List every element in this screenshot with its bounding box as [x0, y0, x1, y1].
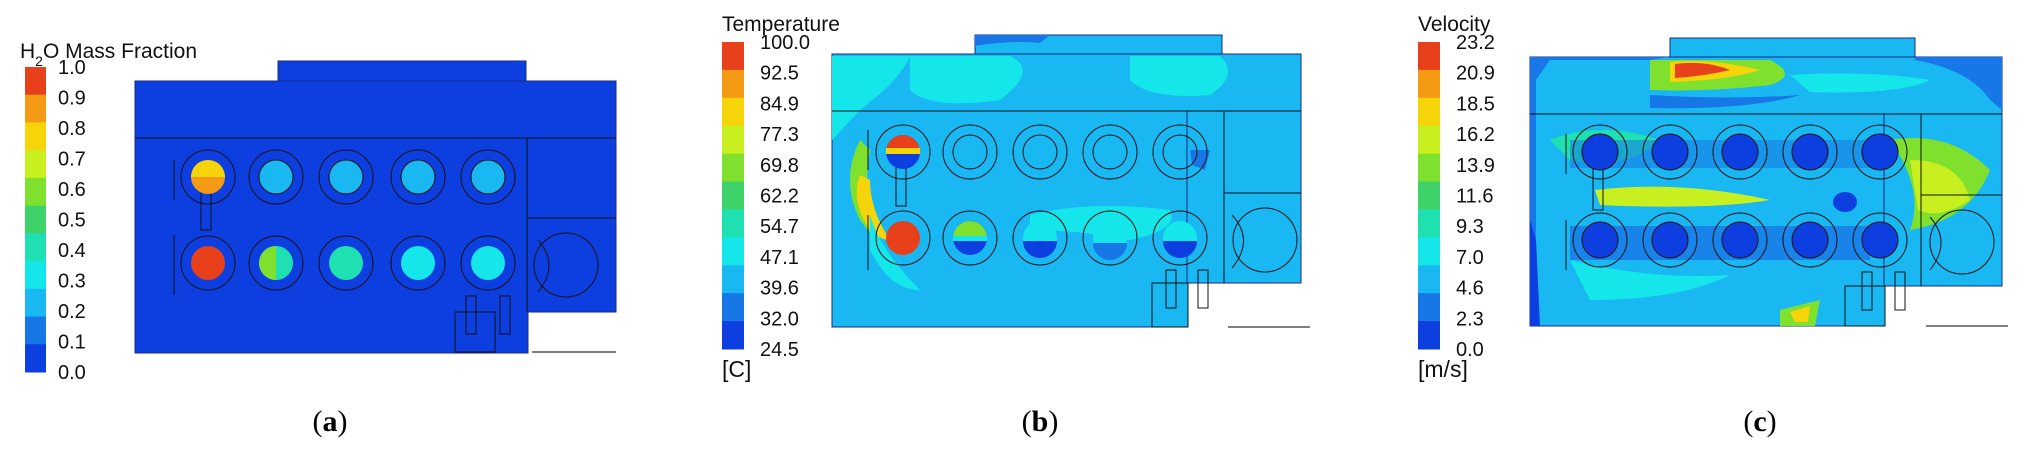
colorbar-tick-label: 47.1: [760, 247, 799, 269]
colorbar-tick-label: 54.7: [760, 216, 799, 238]
colorbar-tick-label: 24.5: [760, 339, 799, 361]
colorbar-segment: [25, 288, 46, 318]
colorbar-tick-label: 32.0: [760, 308, 799, 330]
colorbar-segment: [1418, 97, 1440, 127]
colorbar-segment: [722, 42, 744, 71]
panel-b-domain: [831, 34, 1310, 328]
colorbar-segment: [722, 97, 744, 127]
panel-c-velocity: Velocity 23.2 20.9 18.5 16.2 13.9 11.6 9.3 7.0 4…: [1350, 0, 2024, 462]
panel-a-mass-fraction: H2O Mass Fraction 1.0 0.9 0.8 0.7 0.6 0.5 0.4 0…: [0, 0, 674, 462]
colorbar-tick-label: 0.4: [58, 240, 86, 262]
colorbar-segment: [1418, 69, 1440, 99]
colorbar-segment: [25, 233, 46, 262]
panel-b-temperature: Temperature 100.0 92.5 84.9 77.3 69.8 62.2 54.…: [710, 0, 1384, 462]
colorbar-tick-label: 0.2: [58, 301, 86, 323]
colorbar-tick-label: 4.6: [1456, 278, 1484, 300]
colorbar-segment: [722, 237, 744, 266]
colorbar-tick-label: 62.2: [760, 186, 799, 208]
colorbar-tick-label: 0.8: [58, 118, 86, 140]
caption-b: (b): [1021, 405, 1059, 438]
caption-a: (a): [312, 405, 348, 438]
colorbar-tick-label: 0.0: [58, 362, 86, 384]
colorbar-segment: [25, 261, 46, 290]
colorbar-segment: [1418, 181, 1440, 210]
colorbar-segment: [1418, 153, 1440, 183]
legend-a-colorbar: [25, 67, 46, 373]
panel-b-graphic: Temperature 100.0 92.5 84.9 77.3 69.8 62.2 54.…: [722, 13, 1310, 382]
colorbar-tick-label: 0.9: [58, 88, 86, 110]
colorbar-segment: [25, 316, 46, 345]
colorbar-segment: [722, 125, 744, 155]
colorbar-tick-label: 0.5: [58, 210, 86, 232]
colorbar-segment: [722, 209, 744, 238]
colorbar-tick-label: 18.5: [1456, 93, 1495, 115]
colorbar-segment: [1418, 293, 1440, 322]
colorbar-segment: [722, 265, 744, 294]
panel-a-graphic: H2O Mass Fraction 1.0 0.9 0.8 0.7 0.6 0.5 0.4 0…: [20, 40, 617, 384]
colorbar-tick-label: 69.8: [760, 155, 799, 177]
colorbar-tick-label: 77.3: [760, 124, 799, 146]
panel-a-domain: [134, 60, 617, 354]
colorbar-tick-label: 2.3: [1456, 308, 1484, 330]
legend-b-colorbar: [722, 42, 744, 350]
colorbar-tick-label: 0.1: [58, 332, 86, 354]
colorbar-segment: [722, 69, 744, 99]
colorbar-segment: [1418, 321, 1440, 350]
colorbar-segment: [25, 205, 46, 234]
colorbar-segment: [25, 177, 46, 207]
panel-c-cylinders: [1572, 124, 1908, 268]
colorbar-tick-label: 20.9: [1456, 63, 1495, 85]
panel-a-cylinders: [180, 149, 516, 291]
colorbar-tick-label: 23.2: [1456, 32, 1495, 54]
colorbar-tick-label: 16.2: [1456, 124, 1495, 146]
legend-b-ticks: 100.0 92.5 84.9 77.3 69.8 62.2 54.7 47.1 39.6 32.…: [760, 32, 810, 361]
legend-c-colorbar: [1418, 42, 1440, 350]
colorbar-segment: [1418, 265, 1440, 294]
colorbar-segment: [1418, 125, 1440, 155]
legend-c-unit: [m/s]: [1418, 356, 1468, 382]
colorbar-segment: [1418, 42, 1440, 71]
colorbar-segment: [722, 293, 744, 322]
colorbar-tick-label: 0.7: [58, 149, 86, 171]
colorbar-segment: [25, 122, 46, 151]
colorbar-tick-label: 39.6: [760, 278, 799, 300]
colorbar-segment: [25, 344, 46, 373]
colorbar-segment: [722, 321, 744, 350]
caption-c: (c): [1743, 405, 1777, 438]
colorbar-segment: [25, 67, 46, 96]
colorbar-tick-label: 13.9: [1456, 155, 1495, 177]
colorbar-tick-label: 0.6: [58, 179, 86, 201]
legend-c-title: Velocity: [1418, 13, 1491, 36]
panel-c-graphic: Velocity 23.2 20.9 18.5 16.2 13.9 11.6 9.3 7.0 4…: [1418, 13, 2008, 382]
colorbar-segment: [722, 181, 744, 210]
colorbar-tick-label: 92.5: [760, 63, 799, 85]
panel-c-domain: [1529, 37, 2008, 327]
legend-a-title: H2O Mass Fraction: [20, 40, 197, 69]
colorbar-tick-label: 100.0: [760, 32, 810, 54]
legend-b-unit: [C]: [722, 356, 751, 382]
colorbar-tick-label: 11.6: [1456, 186, 1493, 208]
colorbar-segment: [25, 150, 46, 179]
legend-c-ticks: 23.2 20.9 18.5 16.2 13.9 11.6 9.3 7.0 4.6 2.3 0.0: [1456, 32, 1495, 361]
colorbar-segment: [1418, 209, 1440, 238]
colorbar-tick-label: 9.3: [1456, 216, 1484, 238]
legend-b-title: Temperature: [722, 13, 840, 36]
legend-a-ticks: 1.0 0.9 0.8 0.7 0.6 0.5 0.4 0.3 0.2 0.1 0.0: [58, 57, 86, 384]
colorbar-tick-label: 0.0: [1456, 339, 1484, 361]
colorbar-tick-label: 7.0: [1456, 247, 1484, 269]
colorbar-segment: [722, 153, 744, 183]
colorbar-tick-label: 84.9: [760, 93, 799, 115]
colorbar-segment: [25, 94, 46, 123]
panel-b-cylinders: [875, 124, 1208, 266]
colorbar-tick-label: 0.3: [58, 271, 86, 293]
colorbar-segment: [1418, 237, 1440, 266]
colorbar-tick-label: 1.0: [58, 57, 86, 79]
